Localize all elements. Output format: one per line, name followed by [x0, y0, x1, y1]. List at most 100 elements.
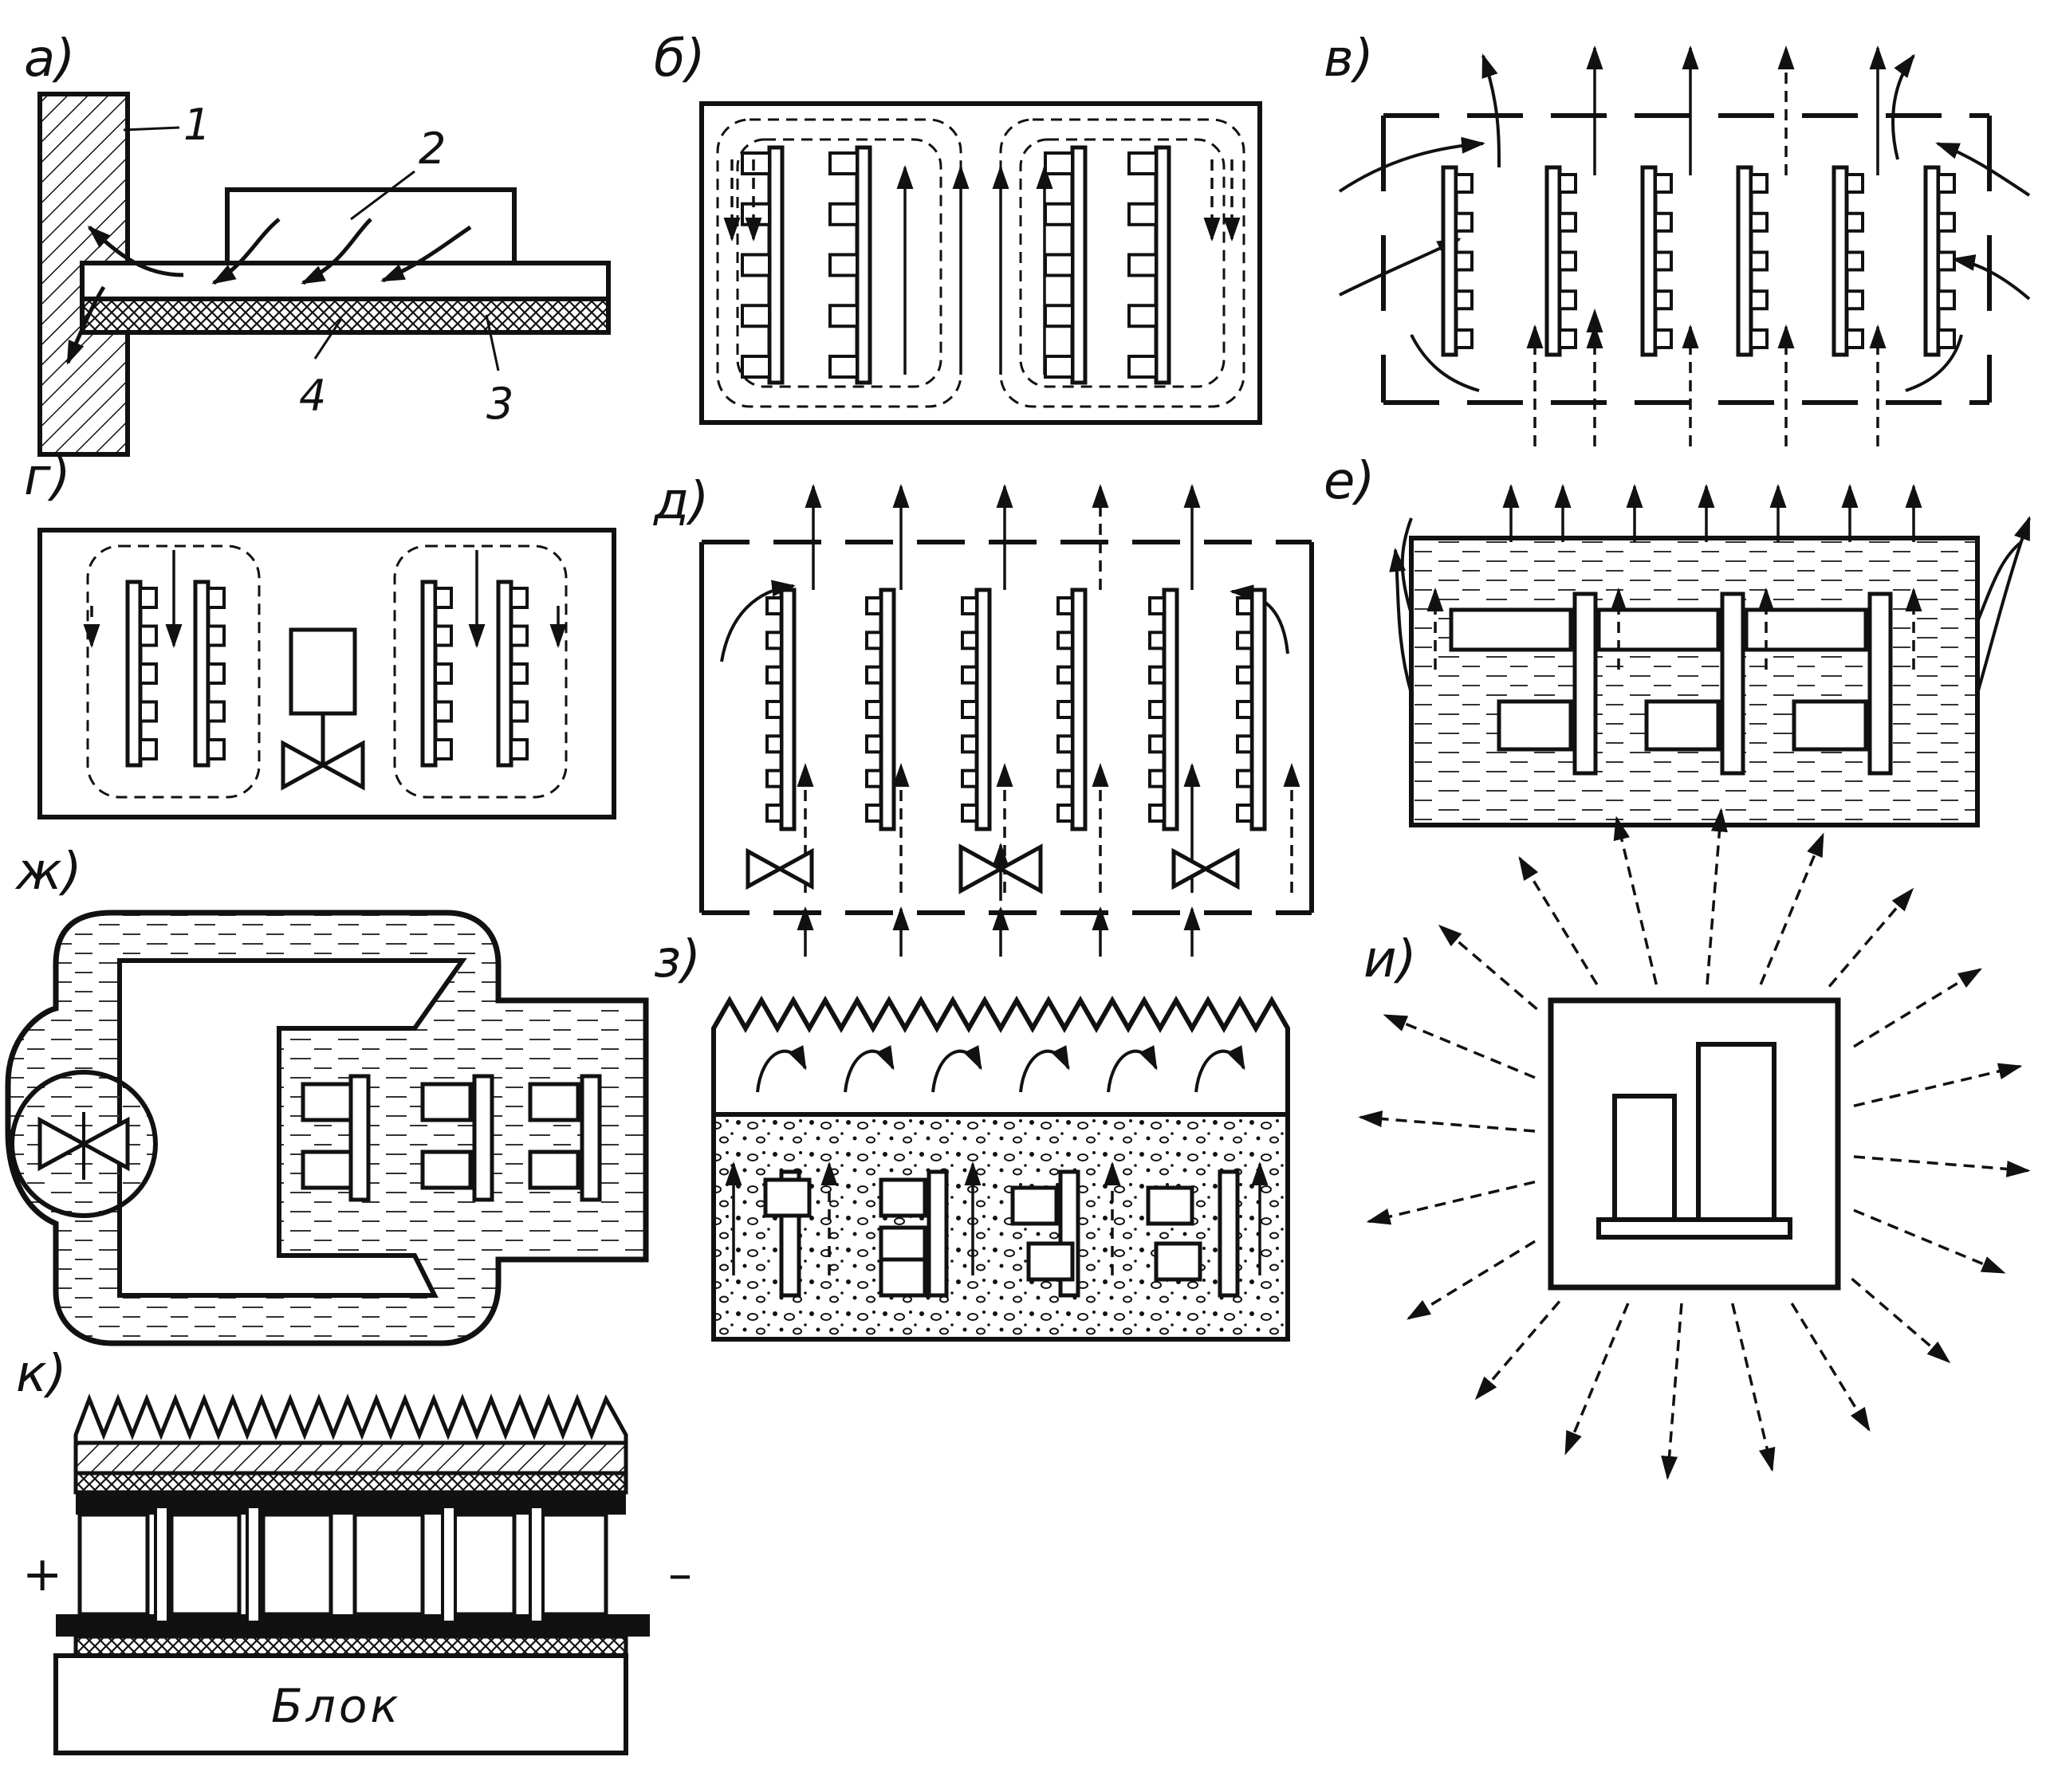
panel-g-letter: г): [24, 448, 71, 507]
panel-d-board-pin: [865, 734, 883, 754]
panel-g-board-pin: [434, 624, 453, 647]
panel-v-board-pin: [1937, 211, 1956, 233]
panel-d-board-pin: [865, 700, 883, 719]
panel-d-board-pin: [1056, 631, 1074, 650]
panel-g-board-pin: [207, 700, 226, 723]
panel-d-board: [974, 588, 992, 831]
panel-b-board-pin: [828, 355, 859, 379]
panel-v-board-pin: [1937, 328, 1956, 349]
panel-v-board: [1544, 165, 1562, 357]
panel-zh-letter: ж): [14, 843, 82, 902]
panel-d-board-pin: [1236, 631, 1253, 650]
panel-k-peltier-leg: [536, 1512, 608, 1617]
panel-i-radiation-arrow: [1613, 815, 1658, 985]
panel-d-board: [1162, 588, 1179, 831]
panel-v-board-pin: [1845, 173, 1864, 194]
panel-g-board-pin: [139, 624, 158, 647]
panel-g-board-pin: [139, 587, 158, 609]
panel-g-board: [193, 580, 211, 768]
panel-d-board-pin: [1148, 665, 1166, 685]
radiating-enclosure: [1548, 997, 1841, 1291]
panel-d-board: [779, 588, 797, 831]
panel-b-board-pin: [1127, 202, 1158, 226]
panel-z-component: [1154, 1241, 1202, 1282]
panel-zh-component: [301, 1082, 353, 1122]
hot-side-plate: [73, 1440, 628, 1476]
panel-b-board-pin: [828, 151, 859, 175]
heat-flow-arrows: [65, 218, 472, 365]
panel-v-board-pin: [1454, 211, 1474, 233]
panel-g-board-pin: [207, 624, 226, 647]
panel-zh-board: [580, 1074, 602, 1202]
panel-b-board: [1154, 145, 1171, 385]
enclosure-with-fan: [37, 528, 616, 819]
panel-d-board-pin: [1056, 700, 1074, 719]
panel-g-board-pin: [510, 624, 529, 647]
panel-b-board-pin: [1044, 202, 1074, 226]
panel-z-convection-arrow: [1019, 1045, 1070, 1093]
panel-i-radiation-arrow: [1407, 1240, 1536, 1320]
panel-k-peltier-leg: [352, 1512, 425, 1617]
panel-z-component: [1026, 1241, 1075, 1282]
panel-g-board-pin: [139, 662, 158, 685]
panel-zh-component: [420, 1149, 473, 1190]
panel-g-board: [420, 580, 438, 768]
panel-g-board-pin: [434, 738, 453, 760]
panel-g-board-pin: [139, 738, 158, 760]
granular-fill: [714, 1116, 1288, 1339]
panel-d-board-pin: [765, 665, 783, 685]
panel-g-board-pin: [434, 662, 453, 685]
panel-i-radiation-arrow: [1366, 1181, 1536, 1225]
panel-k-peltier-leg: [77, 1512, 150, 1617]
panel-g-board-pin: [510, 700, 529, 723]
panel-v-board-pin: [1454, 173, 1474, 194]
panel-b-board-pin: [741, 202, 771, 226]
panel-e-board: [1720, 591, 1745, 776]
panel-b-board-pin: [1044, 253, 1074, 277]
panel-d-board-pin: [1148, 804, 1166, 823]
panel-b-board-pin: [1044, 355, 1074, 379]
panel-k-peltier-leg: [261, 1512, 333, 1617]
panel-k-junction: [154, 1505, 170, 1624]
panel-g-board-pin: [434, 700, 453, 723]
panel-v-board-pin: [1845, 211, 1864, 233]
panel-v-board-pin: [1654, 211, 1673, 233]
panel-d-board-pin: [1148, 700, 1166, 719]
panel-v-board-pin: [1937, 250, 1956, 272]
panel-k-peltier-leg: [169, 1512, 242, 1617]
panel-b-board-pin: [828, 202, 859, 226]
panel-b-board-pin: [741, 355, 771, 379]
panel-e-board: [1572, 591, 1598, 776]
panel-v-board-pin: [1654, 173, 1673, 194]
panel-v-board-pin: [1845, 289, 1864, 311]
panel-d-board-pin: [1056, 734, 1074, 754]
panel-i-radiation-arrow: [1759, 832, 1824, 985]
plus-terminal: +: [22, 1546, 62, 1602]
panel-i-radiation-arrow: [1438, 924, 1538, 1011]
panel-i-radiation-arrow: [1828, 887, 1914, 988]
panel-d-board-pin: [765, 596, 783, 615]
panel-d-board-pin: [961, 596, 978, 615]
panel-d-board-pin: [1236, 734, 1253, 754]
panel-g-board-pin: [510, 738, 529, 760]
cooled-block: [53, 1653, 628, 1755]
panel-d-letter: д): [653, 472, 709, 531]
panel-v-board-pin: [1845, 250, 1864, 272]
callout-4: 4: [299, 371, 326, 421]
panel-z-convection-arrow: [931, 1045, 982, 1093]
panel-i-radiation-arrow: [1853, 1063, 2023, 1107]
panel-d-board-pin: [765, 631, 783, 650]
panel-z-convection-arrow: [1194, 1045, 1245, 1093]
panel-d-board-pin: [1236, 596, 1253, 615]
panel-v-board-pin: [1749, 328, 1769, 349]
panel-zh-board: [348, 1074, 371, 1202]
panel-g-board-pin: [510, 662, 529, 685]
insulating-board: [80, 297, 611, 335]
panel-b-board: [855, 145, 872, 385]
panel-zh-component: [301, 1149, 353, 1190]
panel-b-board-pin: [828, 304, 859, 328]
heat-sink-fins: [73, 1393, 628, 1445]
panel-d-board: [879, 588, 896, 831]
panel-d-board-pin: [961, 768, 978, 788]
